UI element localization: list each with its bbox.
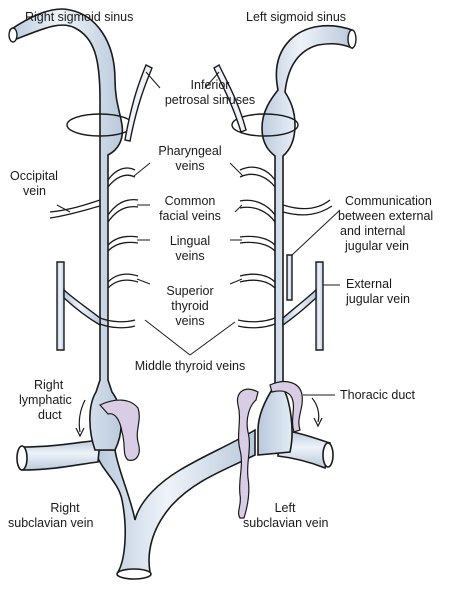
label-superior-thyroid-1: Superior (166, 284, 214, 298)
label-occipital-2: vein (23, 184, 46, 198)
label-right-lymphatic-2: lymphatic (19, 393, 72, 407)
label-superior-thyroid-3: veins (175, 314, 205, 328)
label-communication-2: between external (338, 209, 434, 223)
external-jugular-veins (56, 254, 324, 351)
label-right-lymphatic-1: Right (34, 378, 64, 392)
label-lingual-2: veins (175, 249, 205, 263)
right-internal-jugular-vein (8, 8, 124, 451)
right-lymphatic-duct (99, 399, 140, 461)
label-external-jugular-2: jugular vein (346, 292, 410, 306)
label-communication-3: and internal (340, 224, 406, 238)
label-inferior-petrosal-2: petrosal sinuses (164, 93, 256, 107)
left-internal-jugular-vein (257, 24, 357, 456)
label-right-sigmoid-sinus: Right sigmoid sinus (25, 10, 134, 24)
inferior-petrosal-sinuses (124, 64, 247, 142)
label-left-subclavian-2: subclavian vein (243, 516, 329, 530)
label-inferior-petrosal-1: Inferior (190, 78, 230, 92)
flow-arrows (75, 397, 323, 438)
brachiocephalic-veins (93, 428, 256, 580)
label-common-facial-2: facial veins (159, 209, 221, 223)
label-common-facial-1: Common (164, 194, 216, 208)
label-pharyngeal-1: Pharyngeal (158, 144, 222, 158)
label-left-subclavian-1: Left (274, 501, 296, 515)
label-occipital-1: Occipital (10, 169, 58, 183)
label-thoracic-duct: Thoracic duct (340, 388, 416, 402)
label-middle-thyroid-veins: Middle thyroid veins (134, 359, 246, 373)
tributary-veins (49, 166, 333, 329)
label-superior-thyroid-2: thyroid (171, 299, 209, 313)
label-left-sigmoid-sinus: Left sigmoid sinus (246, 10, 347, 24)
label-right-lymphatic-3: duct (38, 408, 62, 422)
label-right-subclavian-2: subclavian vein (8, 516, 94, 530)
label-communication-1: Communication (345, 194, 432, 208)
label-pharyngeal-2: veins (175, 159, 205, 173)
right-subclavian-vein (16, 439, 101, 471)
label-external-jugular-1: External (346, 277, 392, 291)
leader-lines (56, 71, 341, 396)
label-right-subclavian-1: Right (50, 501, 80, 515)
label-lingual-1: Lingual (169, 234, 211, 248)
label-communication-4: jugular vein (345, 239, 409, 253)
thoracic-duct (236, 381, 303, 519)
